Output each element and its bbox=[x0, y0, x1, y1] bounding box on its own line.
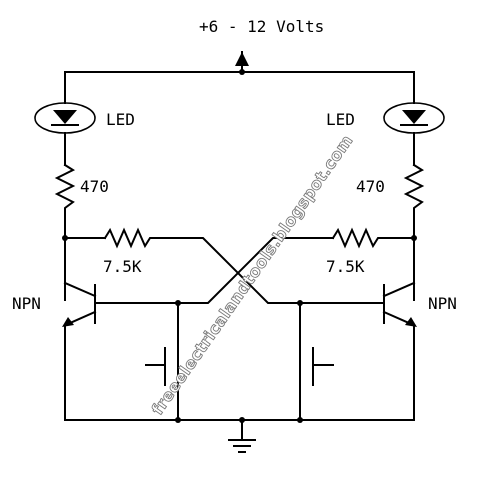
ground-icon bbox=[228, 419, 256, 453]
right-pushbutton-switch-icon bbox=[312, 347, 334, 386]
right-npn-transistor-icon bbox=[382, 281, 417, 327]
top-junction bbox=[239, 69, 245, 75]
left-led-icon bbox=[34, 102, 96, 134]
left-7-5k-resistor bbox=[103, 227, 176, 249]
left-led-label: LED bbox=[106, 110, 135, 129]
right-npn-label: NPN bbox=[428, 294, 457, 313]
left-470-label: 470 bbox=[80, 177, 109, 196]
right-7-5k-resistor bbox=[331, 227, 415, 249]
right-470-label: 470 bbox=[356, 177, 385, 196]
right-470-resistor bbox=[403, 163, 425, 239]
left-npn-label: NPN bbox=[12, 294, 41, 313]
left-npn-transistor-icon bbox=[62, 281, 97, 327]
right-led-icon bbox=[383, 102, 445, 134]
left-pushbutton-switch-icon bbox=[145, 347, 166, 386]
right-7-5k-label: 7.5K bbox=[326, 257, 365, 276]
supply-arrow-icon bbox=[235, 51, 249, 73]
cross-wire-left-to-right bbox=[174, 237, 385, 304]
left-470-resistor bbox=[54, 163, 76, 239]
cross-wire-right-to-left bbox=[177, 237, 304, 304]
supply-label: +6 - 12 Volts bbox=[199, 17, 324, 36]
right-led-label: LED bbox=[326, 110, 355, 129]
left-7-5k-label: 7.5K bbox=[103, 257, 142, 276]
